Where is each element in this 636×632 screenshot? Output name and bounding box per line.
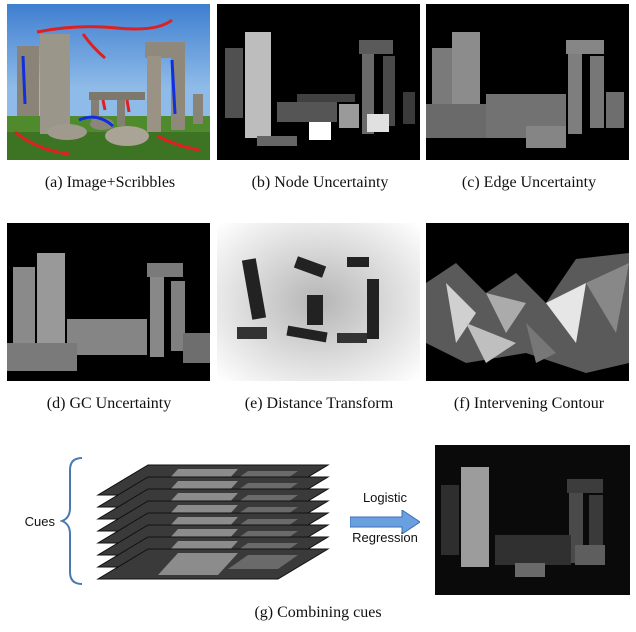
gc-uncertainty-panel [7,223,210,381]
caption-c: (c) Edge Uncertainty [461,174,597,191]
caption-d: (d) GC Uncertainty [46,395,172,412]
intervening-contour-panel [426,223,629,381]
caption-g: (g) Combining cues [254,604,382,621]
cues-bracket [60,457,83,585]
edge-uncertainty-panel [426,4,629,160]
combined-result-panel [435,445,630,595]
image-scribbles-panel [7,4,210,160]
arrow-label-bottom: Regression [352,530,418,545]
caption-f: (f) Intervening Contour [453,395,605,412]
caption-e: (e) Distance Transform [244,395,394,412]
arrow-label-top: Logistic [362,490,408,505]
caption-b: (b) Node Uncertainty [251,174,389,191]
right-arrow-icon [350,510,420,534]
cue-stack [96,464,330,580]
caption-a: (a) Image+Scribbles [44,174,176,191]
cues-label: Cues [24,514,55,529]
node-uncertainty-panel [217,4,420,160]
distance-transform-panel [217,223,420,381]
